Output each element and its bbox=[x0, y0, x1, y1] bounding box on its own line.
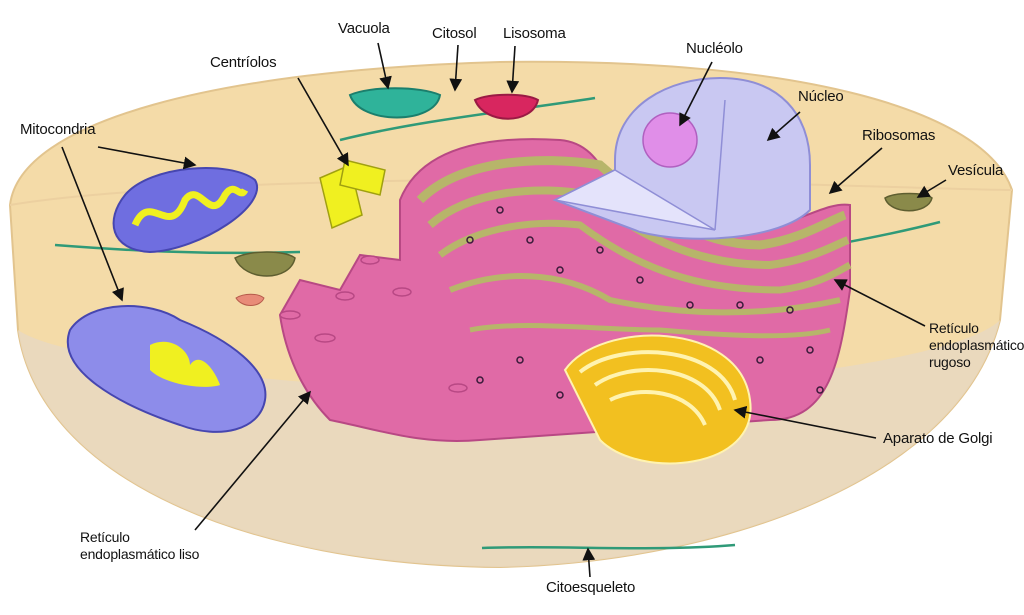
label-ribosomas: Ribosomas bbox=[862, 127, 936, 144]
label-line: Retículo bbox=[80, 529, 130, 545]
centrioles bbox=[319, 159, 386, 230]
label-vacuola: Vacuola bbox=[338, 20, 390, 37]
label-lisosoma: Lisosoma bbox=[503, 25, 566, 42]
label-nucleo: Núcleo bbox=[798, 88, 844, 105]
label-citoesqueleto: Citoesqueleto bbox=[546, 579, 636, 596]
label-line: endoplasmático liso bbox=[80, 546, 200, 562]
label-line: endoplasmático bbox=[929, 337, 1024, 353]
label-line: Retículo bbox=[929, 320, 979, 336]
vesicle bbox=[234, 251, 296, 277]
label-mitocondria: Mitocondria bbox=[20, 121, 96, 138]
vacuole bbox=[348, 87, 442, 119]
label-aparato-golgi: Aparato de Golgi bbox=[883, 430, 993, 447]
lysosome bbox=[473, 93, 540, 120]
nucleolus bbox=[642, 112, 698, 168]
golgi-apparatus bbox=[563, 334, 752, 465]
label-vesicula: Vesícula bbox=[948, 162, 1004, 179]
label-citosol: Citosol bbox=[432, 25, 477, 42]
label-reticulo-liso: Retículo endoplasmático liso bbox=[80, 529, 199, 563]
leader-lines bbox=[61, 42, 947, 578]
label-reticulo-rugoso: Retículo endoplasmático rugoso bbox=[929, 320, 1024, 371]
label-centriolos: Centríolos bbox=[210, 54, 277, 71]
label-nucleolo: Nucléolo bbox=[686, 40, 743, 57]
mitochondrion-bottom bbox=[66, 305, 267, 433]
vesicle bbox=[235, 293, 265, 306]
label-line: rugoso bbox=[929, 354, 971, 370]
nucleus bbox=[552, 76, 811, 240]
